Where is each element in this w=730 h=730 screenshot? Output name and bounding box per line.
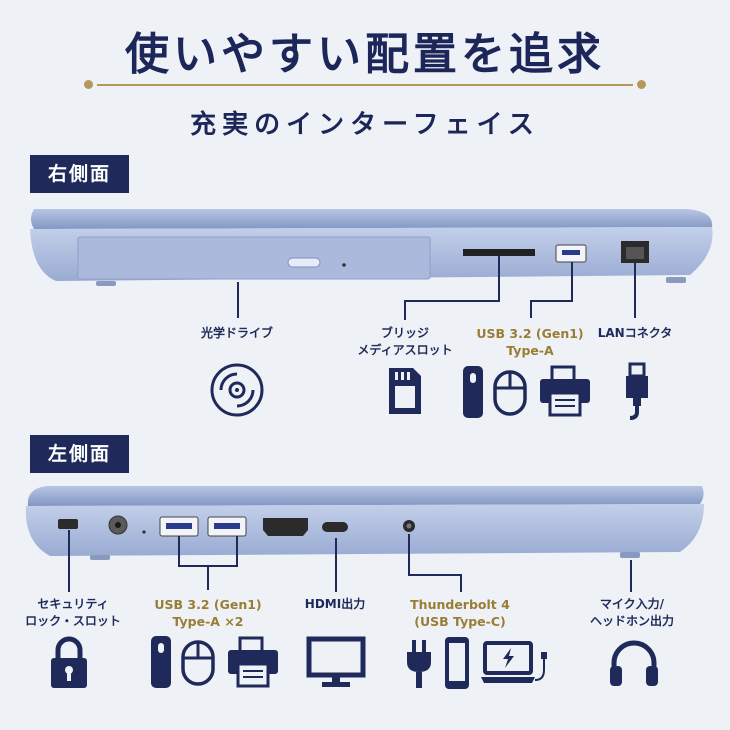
lan-pointer [634, 262, 636, 318]
laptop-right-side-view [26, 205, 716, 295]
right-side-section-label: 右側面 [30, 155, 130, 193]
thunderbolt-pointer-h [408, 574, 462, 576]
page-subtitle: 充実のインターフェイス [190, 110, 540, 140]
laptop-charging-icon [480, 640, 550, 692]
divider-dot-left [84, 80, 93, 89]
usb-right-pointer-v [571, 262, 573, 302]
usb-right-label-line2: Type-A [506, 343, 554, 358]
lan-label: LANコネクタ [597, 326, 673, 340]
usb-left-pointer-a [178, 536, 180, 566]
laptop-left-side-view [20, 482, 710, 572]
audio-label-line1: マイク入力/ [599, 597, 665, 611]
headphones-icon [607, 636, 661, 690]
thunderbolt-label-line2: (USB Type-C) [414, 614, 506, 629]
page-title: 使いやすい配置を追求 [125, 29, 605, 80]
divider-dot-right [637, 80, 646, 89]
usb-left-pointer-drop [207, 565, 209, 590]
lock-slot-label-line2: ロック・スロット [25, 614, 121, 628]
usb-left-label-line1: USB 3.2 (Gen1) [154, 597, 262, 612]
remote-icon [462, 365, 484, 419]
audio-pointer [630, 560, 632, 592]
usb-left-pointer-b [236, 536, 238, 566]
smartphone-icon [444, 636, 470, 690]
mouse-icon [181, 640, 215, 686]
optical-drive-label: 光学ドライブ [200, 326, 273, 340]
hdmi-pointer [335, 538, 337, 592]
usb-right-label-line1: USB 3.2 (Gen1) [476, 326, 584, 341]
lan-cable-icon [622, 362, 652, 420]
mouse-icon [493, 370, 527, 416]
card-slot-label-line1: ブリッジ [380, 326, 429, 340]
thunderbolt-pointer-v [408, 534, 410, 576]
usb-right-pointer-drop [530, 300, 532, 318]
thunderbolt-pointer-drop [460, 574, 462, 592]
left-side-section-label: 左側面 [30, 435, 130, 473]
card-slot-pointer-drop [404, 300, 406, 320]
audio-label-line2: ヘッドホン出力 [589, 614, 674, 628]
printer-icon [226, 636, 280, 688]
usb-left-label-line2: Type-A ×2 [172, 614, 244, 629]
power-plug-icon [404, 638, 434, 690]
remote-icon [150, 635, 172, 689]
lock-slot-pointer [68, 530, 70, 592]
usb-right-pointer-h [530, 300, 573, 302]
thunderbolt-label-line1: Thunderbolt 4 [410, 597, 510, 612]
padlock-icon [49, 636, 89, 690]
sd-card-icon [387, 366, 423, 416]
title-divider [97, 84, 633, 86]
monitor-icon [306, 636, 366, 690]
optical-disc-icon [209, 362, 265, 418]
optical-drive-pointer [237, 282, 239, 318]
printer-icon [538, 365, 592, 417]
hdmi-label: HDMI出力 [304, 597, 366, 611]
card-slot-pointer-v [498, 256, 500, 302]
lock-slot-label-line1: セキュリティ [37, 597, 109, 611]
card-slot-pointer-h [404, 300, 500, 302]
card-slot-label-line2: メディアスロット [357, 343, 453, 357]
